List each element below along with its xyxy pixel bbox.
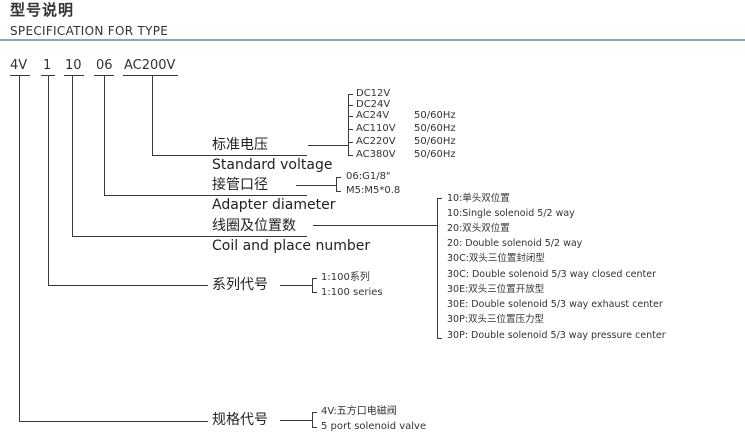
voltage-frequency: 50/60Hz [414, 136, 456, 147]
voltage-bracket [348, 94, 349, 156]
series-connector [280, 285, 312, 286]
coil-label-cn: 线圈及位置数 [212, 218, 296, 234]
adapter-tick [336, 191, 341, 192]
coil-option: 20:双头双位置 [447, 223, 510, 234]
voltage-frequency: 50/60Hz [414, 110, 456, 121]
voltage-option: AC110V [356, 123, 396, 134]
voltage-label-en: Standard voltage [212, 157, 333, 173]
voltage-option: AC220V [356, 136, 396, 147]
voltage-option: AC380V [356, 149, 396, 160]
spec-tick [312, 427, 317, 428]
code-coil-underline [64, 75, 84, 76]
series-tick [312, 278, 317, 279]
spec-connector [280, 420, 312, 421]
coil-bracket [437, 198, 438, 339]
spec-label-cn: 规格代号 [212, 412, 268, 428]
adapter-tick [336, 177, 341, 178]
code-series: 1 [43, 58, 52, 73]
coil-option: 20: Double solenoid 5/2 way [447, 238, 583, 249]
adapter-connector [296, 185, 336, 186]
series-tick [312, 292, 317, 293]
spec-leader-vertical [19, 75, 20, 422]
adapter-leader-horizontal [104, 195, 307, 196]
coil-option: 10:Single solenoid 5/2 way [447, 208, 575, 219]
voltage-tick [348, 155, 353, 156]
coil-option: 30P:双头三位置压力型 [447, 314, 545, 325]
spec-tick [312, 412, 317, 413]
spec-bracket [312, 412, 313, 428]
voltage-frequency: 50/60Hz [414, 149, 456, 160]
code-adapter: 06 [96, 58, 113, 73]
voltage-tick [348, 129, 353, 130]
code-coil: 10 [65, 58, 82, 73]
code-spec: 4V [10, 58, 28, 73]
series-bracket [312, 278, 313, 293]
coil-option: 30P: Double solenoid 5/3 way pressure ce… [447, 330, 666, 341]
coil-label-en: Coil and place number [212, 238, 371, 254]
voltage-leader-vertical [152, 75, 153, 156]
voltage-leader-horizontal [152, 155, 307, 156]
voltage-label-cn: 标准电压 [212, 137, 268, 153]
series-option: 1:100 series [321, 287, 383, 298]
voltage-frequency: 50/60Hz [414, 123, 456, 134]
coil-option: 30C: Double solenoid 5/3 way closed cent… [447, 269, 657, 280]
code-spec-underline [10, 75, 30, 76]
voltage-tick [348, 105, 353, 106]
voltage-tick [348, 142, 353, 143]
coil-option: 30E:双头三位置开放型 [447, 284, 545, 295]
coil-option: 30C:双头三位置封闭型 [447, 253, 545, 264]
adapter-leader-vertical [104, 75, 105, 196]
code-voltage-underline [123, 75, 178, 76]
code-voltage: AC200V [124, 58, 176, 73]
coil-leader-horizontal [72, 236, 307, 237]
series-label-cn: 系列代号 [212, 277, 268, 293]
adapter-label-cn: 接管口径 [212, 177, 268, 193]
adapter-option: 06:G1/8" [346, 171, 391, 182]
spec-leader-horizontal [19, 421, 208, 422]
header-divider [0, 39, 745, 41]
spec-option: 5 port solenoid valve [321, 421, 427, 432]
coil-option: 30E: Double solenoid 5/3 way exhaust cen… [447, 299, 663, 310]
coil-connector [313, 225, 437, 226]
coil-tick [437, 198, 442, 199]
voltage-option: DC24V [356, 99, 391, 110]
adapter-label-en: Adapter diameter [212, 197, 336, 213]
coil-option: 10:单头双位置 [447, 193, 510, 204]
voltage-tick [348, 116, 353, 117]
page-title: 型号说明 [10, 1, 75, 19]
voltage-option: DC12V [356, 88, 391, 99]
series-option: 1:100系列 [321, 272, 370, 283]
page-subtitle: SPECIFICATION FOR TYPE [10, 24, 169, 38]
voltage-connector [308, 145, 348, 146]
coil-leader-vertical [72, 75, 73, 237]
series-leader-horizontal [48, 285, 208, 286]
coil-tick [437, 338, 442, 339]
series-leader-vertical [48, 75, 49, 286]
voltage-option: AC24V [356, 110, 390, 121]
adapter-bracket [336, 177, 337, 192]
voltage-tick [348, 94, 353, 95]
adapter-option: M5:M5*0.8 [346, 185, 401, 196]
spec-option: 4V:五方口电磁阀 [321, 406, 397, 417]
